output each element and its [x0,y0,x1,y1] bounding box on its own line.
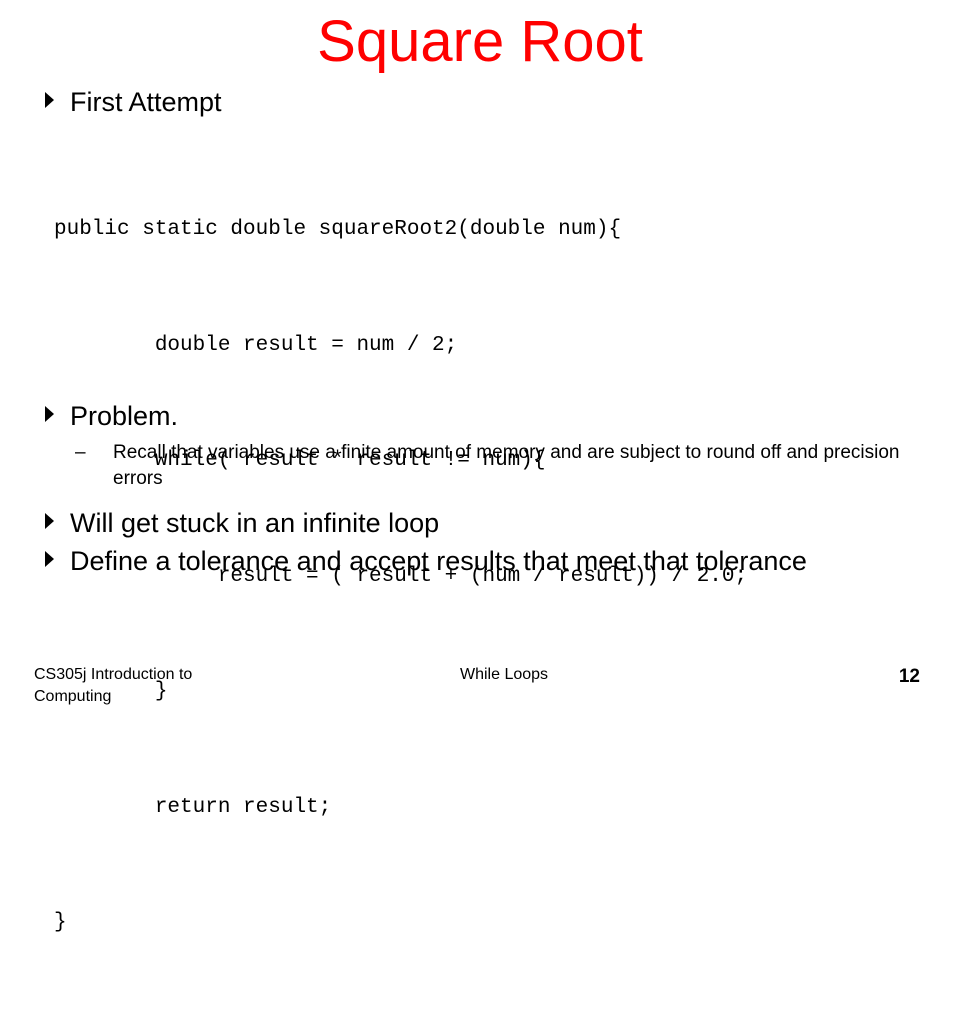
footer-course: CS305j Introduction to Computing [34,666,193,705]
footer-topic: While Loops [460,666,549,683]
bullet-text: Will get stuck in an infinite loop [70,508,440,538]
bullet-infinite-loop: Will get stuck in an infinite loop [40,507,930,540]
page-number: 12 [898,666,920,687]
code-line: double result = num / 2; [54,333,458,357]
sub-bullet-dash: – [75,442,86,463]
bullet-first-attempt: First Attempt [40,86,930,119]
bullet-text: Define a tolerance and accept results th… [70,546,807,576]
code-line: } [54,911,67,934]
bullet-problem: Problem. [40,400,930,433]
code-line: while( result * result != num){ [54,449,546,472]
bullet-text: First Attempt [70,87,222,117]
triangle-right-icon [40,86,70,119]
sub-bullet-recall: – Recall that variables use a finite amo… [75,440,925,492]
code-block: public static double squareRoot2(double … [54,134,747,1020]
code-line: public static double squareRoot2(double … [54,218,622,241]
code-line: } [54,680,168,703]
slide-title: Square Root [317,9,643,74]
code-line: result = ( result + (num / result)) / 2.… [54,564,748,588]
triangle-right-icon [40,400,70,433]
triangle-right-icon [40,507,70,540]
bullet-text: Problem. [70,401,179,431]
code-line: return result; [54,795,332,819]
triangle-right-icon [40,545,70,578]
bullet-define-tolerance: Define a tolerance and accept results th… [40,545,930,578]
sub-bullet-text: Recall that variables use a finite amoun… [113,442,900,489]
